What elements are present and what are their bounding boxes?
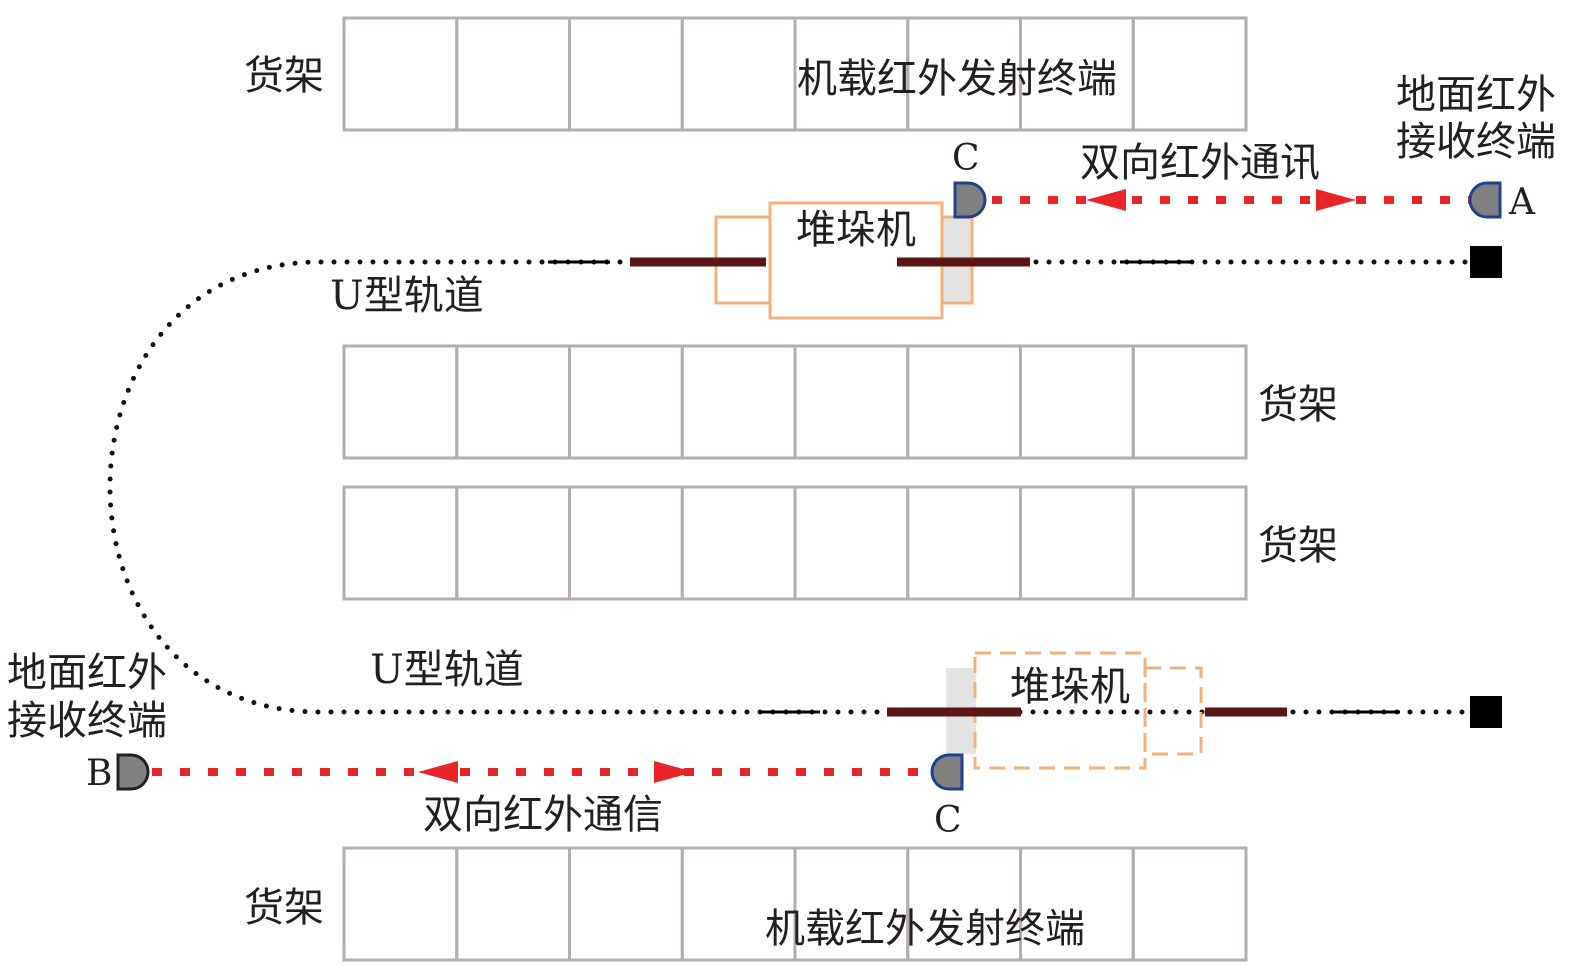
shelf-cell — [342, 16, 459, 132]
shelf-cell — [568, 846, 684, 962]
shelf-cell — [455, 485, 571, 601]
point-label-c-top: C — [952, 138, 980, 179]
stacker-top — [630, 201, 1030, 320]
shelf-cell — [680, 485, 797, 601]
shelf-mid-upper — [342, 344, 1248, 460]
shelf-label-mid-lower: 货架 — [1258, 523, 1338, 569]
shelves — [342, 16, 1248, 962]
stacker-label-bottom: 堆垛机 — [1010, 664, 1130, 710]
onboard-emitter-label-top: 机载红外发射终端 — [797, 56, 1117, 102]
shelf-cell — [680, 344, 797, 460]
shelf-cell — [793, 344, 910, 460]
shelf-cell — [342, 485, 459, 601]
stacker-bottom — [887, 651, 1287, 770]
shelf-cell — [1019, 344, 1135, 460]
ground-receiver-label-left-line1: 地面红外 — [7, 650, 167, 696]
shelf-cell — [342, 846, 459, 962]
point-label-a: A — [1508, 182, 1536, 223]
shelf-cell — [1131, 16, 1248, 132]
shelf-cell — [906, 485, 1022, 601]
shelf-cell — [680, 16, 797, 132]
stacker-label-top: 堆垛机 — [796, 207, 916, 253]
shelf-cell — [906, 344, 1022, 460]
point-label-c-bottom: C — [934, 800, 962, 841]
ground-receiver-label-right-line2: 接收终端 — [1396, 119, 1556, 165]
shelf-mid-lower — [342, 485, 1248, 601]
shelf-cell — [1131, 846, 1248, 962]
shelf-label-top: 货架 — [244, 53, 324, 99]
comm-label-bottom: 双向红外通信 — [423, 792, 663, 838]
track-end-block-bottom — [1470, 696, 1502, 728]
track-direction-arrows — [547, 260, 1401, 714]
infrared-links — [152, 196, 1470, 776]
shelf-cell — [568, 16, 684, 132]
point-label-b: B — [86, 753, 112, 794]
shelf-label-bottom: 货架 — [244, 885, 324, 931]
shelf-cell — [793, 485, 910, 601]
shelf-cell — [342, 344, 459, 460]
ground-terminal-a-icon — [1468, 181, 1502, 219]
shelf-cell — [568, 485, 684, 601]
ground-receiver-label-right-line1: 地面红外 — [1396, 72, 1556, 118]
ground-receiver-label-left-line2: 接收终端 — [7, 698, 167, 744]
track-label-top: U型轨道 — [330, 273, 484, 319]
shelf-cell — [568, 344, 684, 460]
shelf-cell — [1131, 344, 1248, 460]
shelf-cell — [455, 846, 571, 962]
shelf-cell — [455, 16, 571, 132]
onboard-emitter-label-bottom: 机载红外发射终端 — [765, 906, 1085, 952]
infrared-link-arrows — [418, 189, 1356, 783]
shelf-cell — [1019, 485, 1135, 601]
shelf-cell — [1131, 485, 1248, 601]
shelf-bottom — [342, 846, 1248, 962]
ground-terminal-b-icon — [116, 753, 150, 791]
onboard-terminal-bottom-icon — [930, 753, 964, 791]
comm-label-top: 双向红外通讯 — [1080, 140, 1320, 186]
shelf-label-mid-upper: 货架 — [1258, 382, 1338, 428]
onboard-terminal-top-icon — [953, 181, 987, 219]
track-label-bottom: U型轨道 — [370, 647, 524, 693]
shelf-cell — [455, 344, 571, 460]
track-end-block-top — [1470, 246, 1502, 278]
u-track — [107, 259, 1481, 715]
shelf-top — [342, 16, 1248, 132]
